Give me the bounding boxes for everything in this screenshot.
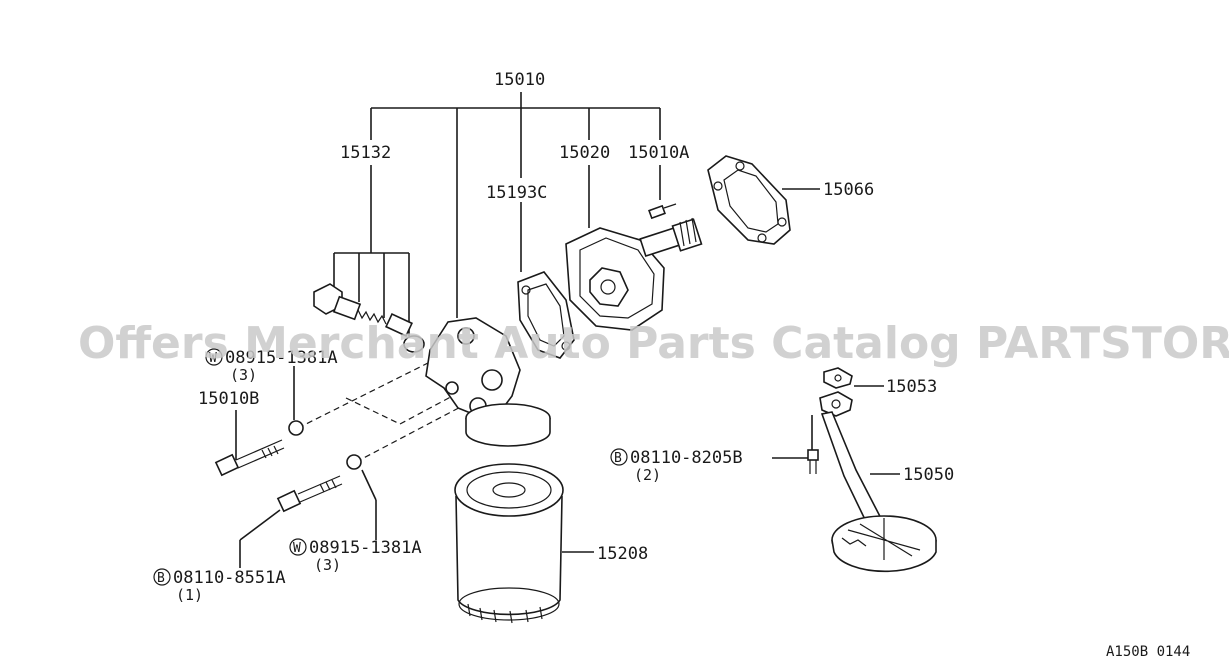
gasket-15193c[interactable] <box>517 271 575 359</box>
oil-filter[interactable] <box>454 463 564 624</box>
quantity: (3) <box>230 366 257 384</box>
label-15010b: 15010B <box>198 389 259 409</box>
prefix-letter: B <box>157 571 165 586</box>
label-15053: 15053 <box>886 377 937 397</box>
oil-filter-bracket[interactable] <box>425 317 551 447</box>
label-15020: 15020 <box>559 143 610 163</box>
label-15066: 15066 <box>823 180 874 200</box>
label-15208: 15208 <box>597 544 648 564</box>
quantity: (3) <box>314 556 341 574</box>
watermark: Offers Merchant Auto Parts Catalog PARTS… <box>78 318 1229 369</box>
fastener-b-left: B 08110-8551A (1) <box>153 568 286 604</box>
bolt-15010b[interactable] <box>214 420 304 477</box>
oil-pump-body[interactable] <box>565 217 703 331</box>
quantity: (1) <box>176 586 203 604</box>
prefix-letter: W <box>209 351 217 366</box>
fastener-w-lower: W 08915-1381A (3) <box>289 538 422 574</box>
diagram-ref: A150B 0144 <box>1106 644 1190 660</box>
fastener-b-right: B 08110-8205B (2) <box>610 448 743 484</box>
part-number: 08110-8551A <box>173 568 286 588</box>
label-15010a: 15010A <box>628 143 689 163</box>
bolt-15010a[interactable] <box>648 203 677 220</box>
label-15050: 15050 <box>903 465 954 485</box>
label-15010: 15010 <box>494 70 545 90</box>
bolt-lower-left[interactable] <box>276 454 362 513</box>
alignment-lines <box>297 361 471 463</box>
callout-labels: 15010 15132 15193C 15020 15010A 15066 15… <box>198 70 954 564</box>
fastener-w-upper: W 08915-1381A (3) <box>205 348 338 384</box>
label-15132: 15132 <box>340 143 391 163</box>
quantity: (2) <box>634 466 661 484</box>
part-number: 08915-1381A <box>225 348 338 368</box>
relief-valve[interactable] <box>313 283 425 353</box>
gasket-15066[interactable] <box>707 155 791 245</box>
part-number: 08915-1381A <box>309 538 422 558</box>
part-number: 08110-8205B <box>630 448 743 468</box>
bolt-right[interactable] <box>807 449 819 474</box>
prefix-letter: B <box>614 451 622 466</box>
oil-strainer[interactable] <box>819 367 937 573</box>
prefix-letter: W <box>293 541 301 556</box>
label-15193c: 15193C <box>486 183 547 203</box>
leader-lines <box>235 92 900 568</box>
